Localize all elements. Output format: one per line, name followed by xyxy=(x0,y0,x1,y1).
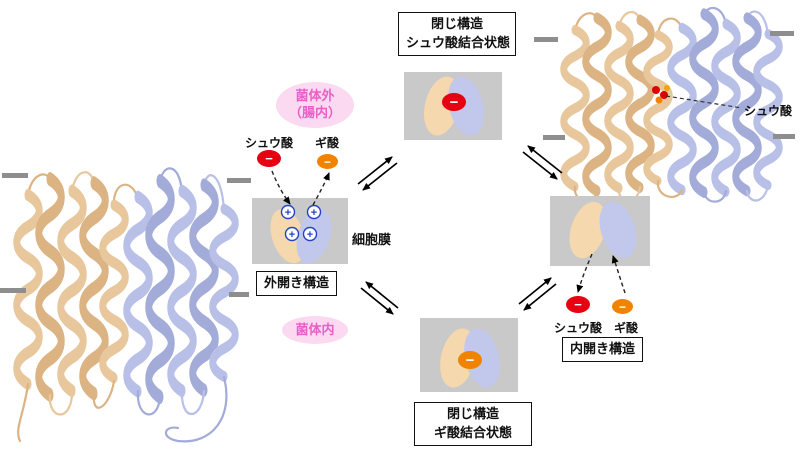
oxalate-chip-outside: − xyxy=(257,150,281,167)
oxalate-chip-inside: − xyxy=(566,296,590,313)
transporter-outward-open: + + + + xyxy=(252,198,348,264)
compartment-outside-line2: （腸内） xyxy=(288,105,341,120)
left-protein-loops-bottom xyxy=(17,375,228,443)
plus-charge-icon: + xyxy=(289,229,295,241)
membrane-bar xyxy=(773,134,795,139)
minus-charge-icon: − xyxy=(466,352,475,369)
membrane-bar xyxy=(227,178,251,183)
plus-charge-icon: + xyxy=(307,229,313,241)
membrane-bar xyxy=(0,288,26,293)
minus-charge-icon: − xyxy=(265,151,273,166)
formate-label-outside: ギ酸 xyxy=(314,136,339,150)
state-box-line1: 閉じ構造 xyxy=(446,406,499,421)
membrane-bar xyxy=(2,173,28,178)
plus-charge-icon: + xyxy=(285,207,291,219)
compartment-inside-text: 菌体内 xyxy=(295,321,335,337)
compartment-inside-label: 菌体内 xyxy=(282,316,348,344)
state-box-outward-open: 外開き構造 xyxy=(256,271,338,296)
membrane-bar xyxy=(229,292,249,297)
membrane-label: 細胞膜 xyxy=(352,232,392,247)
state-box-closed-oxalate: 閉じ構造 シュウ酸結合状態 xyxy=(398,12,516,56)
transporter-closed-oxalate: − xyxy=(404,72,502,140)
state-box-line2: ギ酸結合状態 xyxy=(433,424,512,440)
formate-label-inside: ギ酸 xyxy=(613,321,638,335)
state-box-line1: 閉じ構造 xyxy=(430,16,483,31)
membrane-bar xyxy=(770,31,794,36)
left-protein-ribbon xyxy=(0,167,255,443)
formate-chip-inside: − xyxy=(612,299,633,314)
oxalate-bound-icon xyxy=(442,93,466,111)
minus-charge-icon: − xyxy=(323,154,331,169)
state-box-closed-formate: 閉じ構造 ギ酸結合状態 xyxy=(414,402,532,446)
minus-charge-icon: − xyxy=(450,94,459,111)
compartment-outside-label: 菌体外 （腸内） xyxy=(276,82,354,128)
plus-charge-icon: + xyxy=(311,207,317,219)
oxalate-label-inside: シュウ酸 xyxy=(553,321,602,335)
formate-chip-outside: − xyxy=(317,154,338,169)
oxalate-label-outside: シュウ酸 xyxy=(244,136,293,150)
c-lobe xyxy=(447,76,485,136)
n-lobe xyxy=(569,201,607,259)
plus-charges: + + + + xyxy=(280,204,322,242)
ligand-label: シュウ酸 xyxy=(744,104,793,118)
membrane-bar xyxy=(534,37,558,42)
compartment-outside-line1: 菌体外 xyxy=(295,88,335,104)
transporter-closed-formate: − xyxy=(420,318,518,392)
c-lobe xyxy=(464,328,500,388)
left-protein-helices xyxy=(17,179,236,397)
transporter-inward-open xyxy=(550,196,650,266)
formate-bound-icon xyxy=(458,351,482,369)
membrane-bar xyxy=(543,135,565,140)
state-box-line2: シュウ酸結合状態 xyxy=(406,34,511,50)
minus-charge-icon: − xyxy=(618,299,626,314)
minus-charge-icon: − xyxy=(574,297,582,312)
state-box-inward-open: 内開き構造 xyxy=(562,337,644,362)
c-lobe xyxy=(599,201,637,259)
